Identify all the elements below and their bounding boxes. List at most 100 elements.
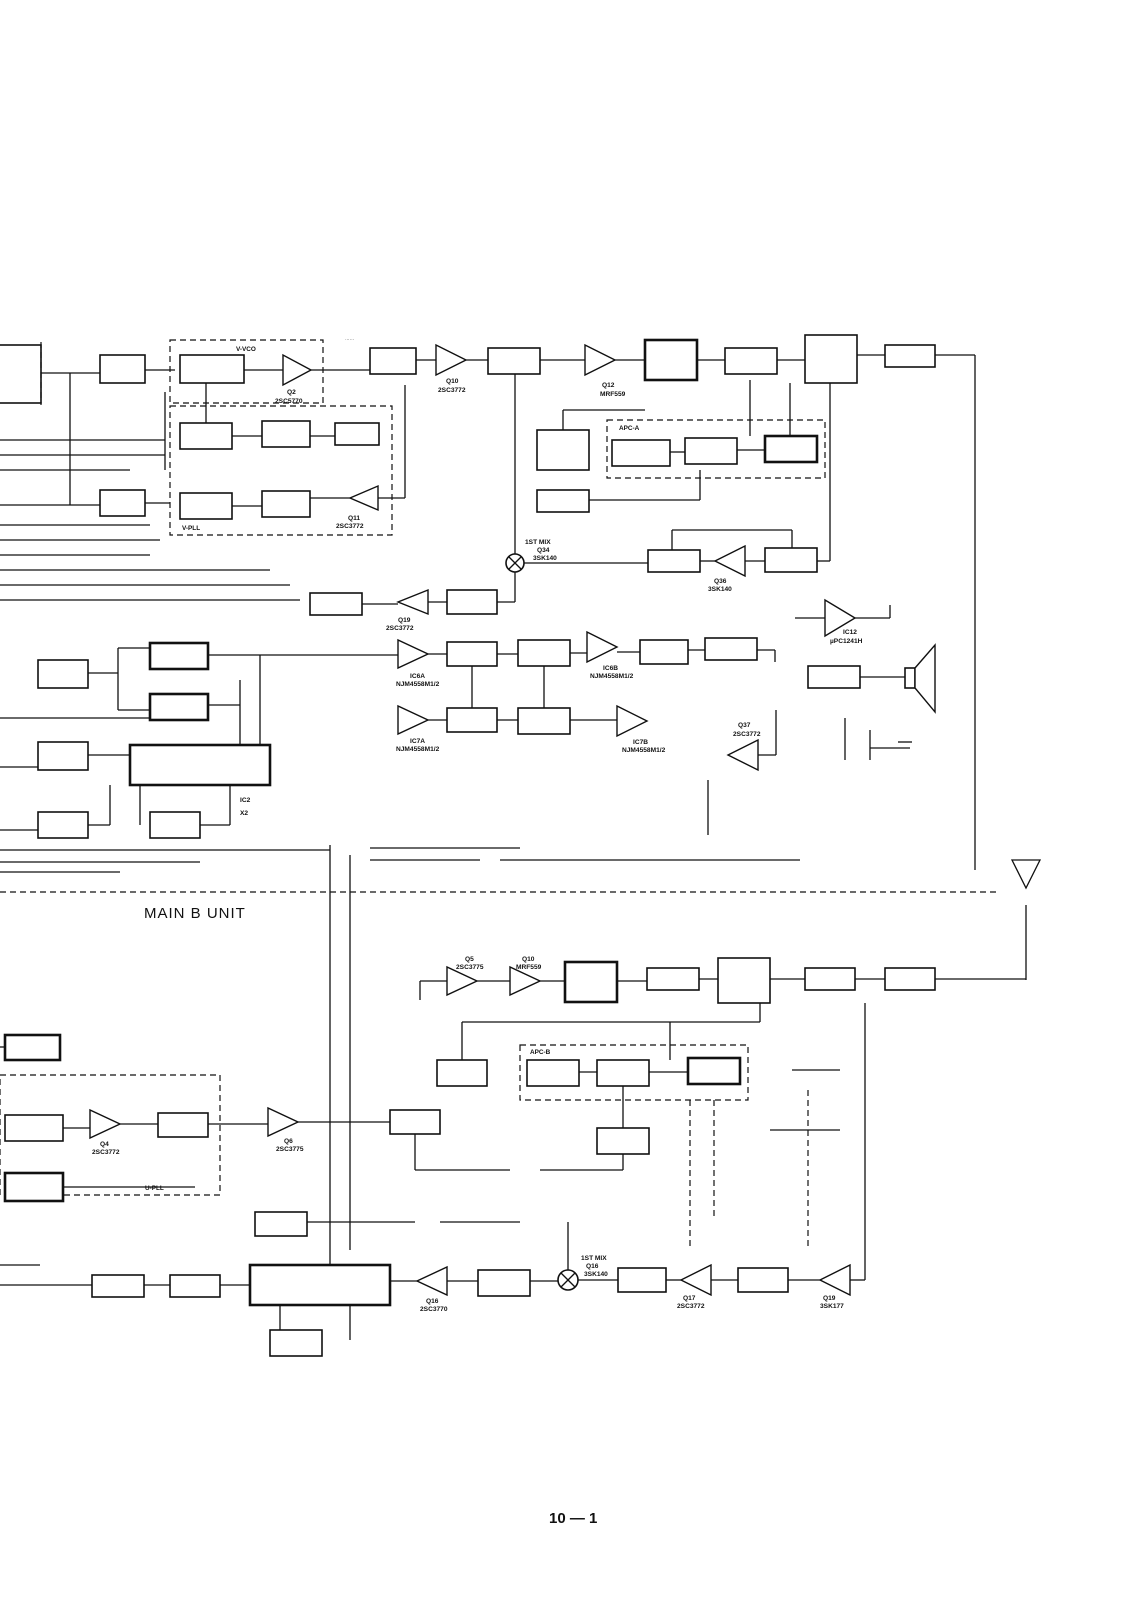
if-amp-ic-bottom-block [248, 1263, 392, 1307]
vco-block [179, 354, 245, 384]
clipped-block-left-top [0, 344, 42, 404]
loop-filter-block [179, 422, 233, 450]
bpf-bottom-1-block [617, 1267, 667, 1293]
speaker-body [904, 667, 916, 689]
q19-part-bottom: 3SK177 [820, 1303, 844, 1310]
q12-part: MRF559 [600, 391, 626, 398]
apc-a-region [606, 419, 826, 479]
if-selector-block [148, 641, 210, 671]
u-pll-label: U-PLL [145, 1185, 164, 1192]
q16-designator-mix: Q16 [586, 1263, 599, 1270]
q19-part-top: 2SC3772 [386, 625, 414, 632]
q36-part: 3SK140 [708, 586, 732, 593]
rf-amp-q36 [713, 544, 746, 578]
if-amp-q19-top [396, 588, 429, 616]
page-number: 10 — 1 [549, 1510, 598, 1527]
apc-amp-a-block [684, 437, 738, 465]
ant-sw-block [804, 334, 858, 384]
rf-power-ctrl-block [536, 489, 590, 513]
apc-a-label: APC-A [619, 425, 640, 432]
lpf-af-block [639, 639, 689, 665]
af-filter-block [704, 637, 758, 661]
ceramic-filter-top-block [149, 811, 201, 839]
q4-designator: Q4 [100, 1141, 109, 1148]
noise-amp-bottom-block [91, 1274, 145, 1298]
q19-designator-top: Q19 [398, 617, 411, 624]
power-amp-block [643, 338, 699, 382]
antenna-triangle [1010, 859, 1042, 890]
q17-designator: Q17 [683, 1295, 696, 1302]
v-vco-label: V-VCO [236, 346, 256, 353]
q10-part-top: 2SC3772 [438, 387, 466, 394]
det-sw-bottom-block [446, 707, 498, 733]
buffer-amp-ic6a [397, 638, 430, 670]
q4-part: 2SC3772 [92, 1149, 120, 1156]
squelch-amp-q37 [726, 738, 759, 772]
buffer-amp-q10-top [435, 343, 468, 377]
v-pll-label: V-PLL [182, 525, 200, 532]
ic12-part: µPC1241H [830, 638, 863, 645]
noise-det-bottom-block [169, 1274, 221, 1298]
unit-title: MAIN B UNIT [144, 905, 246, 922]
buffer-amp-q4 [89, 1108, 122, 1140]
driver-amp-q10-bottom [509, 965, 542, 997]
driver-amp-q12 [584, 343, 617, 377]
rf-meter-amp-a-block [763, 434, 819, 464]
bpf-bottom-2-block [737, 1267, 789, 1293]
u-pll-region [0, 1074, 221, 1196]
inverter-block [37, 659, 89, 689]
q10-designator-top: Q10 [446, 378, 459, 385]
apc-ctrl-a-block [536, 429, 590, 471]
vco-bottom-block [4, 1114, 64, 1142]
q11-part: 2SC3772 [336, 523, 364, 530]
unlock-sw-block [334, 422, 380, 446]
ant-sw-bottom-block [717, 957, 771, 1004]
ic6a-part: NJM4558M1/2 [396, 681, 440, 688]
dc-amp-block [261, 420, 311, 448]
v-vco-region [169, 339, 324, 404]
apc-b-label: APC-B [530, 1049, 551, 1056]
q19-designator-bottom: Q19 [823, 1295, 836, 1302]
buffer-amp-q6 [267, 1106, 300, 1138]
q5-part: 2SC3775 [456, 964, 484, 971]
bpf-top-input-block [764, 547, 818, 573]
driver-amp-q5 [446, 965, 479, 997]
lpf-bottom-2-block [884, 967, 936, 991]
charge-pump-block [179, 492, 233, 520]
q6-designator: Q6 [284, 1138, 293, 1145]
apc-sw-b-block [526, 1059, 580, 1087]
sq-selector-block [148, 692, 210, 722]
mod-block-bottom [3, 1033, 62, 1062]
ceramic-filter-bottom-block [269, 1329, 323, 1357]
tx-rx-sw-block [487, 347, 541, 375]
lpf-top-block [884, 344, 936, 368]
ic7b-part: NJM4558M1/2 [622, 747, 666, 754]
apc-amp-b-block [596, 1059, 650, 1087]
det-amp-top-block [517, 639, 571, 667]
crystal-filter-bottom-block [477, 1269, 531, 1297]
buffer-amp-q11 [348, 484, 379, 512]
ic2-label: IC2 [240, 797, 251, 804]
q34-part: 3SK140 [533, 555, 557, 562]
crystal-filter-block [446, 589, 498, 615]
q37-part: 2SC3772 [733, 731, 761, 738]
q36-designator: Q36 [714, 578, 727, 585]
q2-designator: Q2 [287, 389, 296, 396]
apc-ctrl-b-block [436, 1059, 488, 1087]
q16-designator-bottom: Q16 [426, 1298, 439, 1305]
if-amp-ic-top-block [128, 743, 272, 787]
v-pll-region [169, 405, 393, 536]
vox-block [37, 741, 89, 771]
q12-designator: Q12 [602, 382, 615, 389]
tx-mixer-block [369, 347, 417, 375]
if-amp-q16-bottom [415, 1265, 448, 1297]
divider-block [99, 489, 146, 517]
q16-part-bottom: 2SC3770 [420, 1306, 448, 1313]
noise-det-block [37, 811, 89, 839]
af-mute-block [807, 665, 861, 689]
q34-designator: Q34 [537, 547, 550, 554]
q5-designator: Q5 [465, 956, 474, 963]
phase-det-bottom-block [646, 967, 700, 991]
ic6b-label: IC6B [603, 665, 618, 672]
